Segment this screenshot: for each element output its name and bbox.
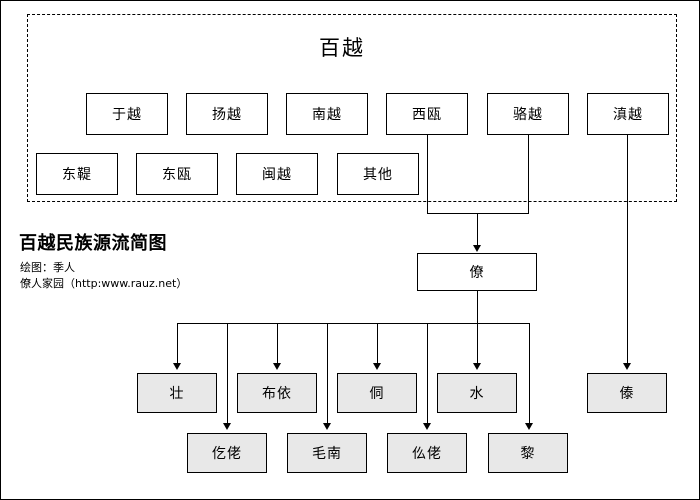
edge-to-mulao — [427, 323, 428, 425]
node-qita[interactable]: 其他 — [337, 153, 419, 195]
edge-to-shui — [477, 323, 478, 365]
node-label: 其他 — [363, 167, 393, 183]
arrow-into-buyi — [273, 363, 281, 370]
node-luoyue[interactable]: 骆越 — [487, 93, 569, 135]
edge-to-buyi — [277, 323, 278, 365]
node-label: 僚 — [469, 265, 485, 281]
arrow-into-dong — [373, 363, 381, 370]
arrow-into-shui — [473, 363, 481, 370]
arrow-into-mulao — [423, 423, 431, 430]
node-yangyue[interactable]: 扬越 — [186, 93, 268, 135]
node-yuyue[interactable]: 于越 — [86, 93, 168, 135]
node-dongou[interactable]: 东瓯 — [136, 153, 218, 195]
node-label: 水 — [469, 386, 485, 402]
node-shui[interactable]: 水 — [437, 373, 517, 413]
arrow-into-gelao — [223, 423, 231, 430]
node-liao[interactable]: 僚 — [417, 253, 537, 291]
arrow-into-liao — [473, 245, 481, 252]
node-xiou[interactable]: 西瓯 — [386, 93, 468, 135]
credit-site: 僚人家园（http:www.rauz.net） — [20, 277, 188, 290]
arrow-into-maonan — [323, 423, 331, 430]
arrow-into-dai — [623, 363, 631, 370]
edge-liao-down — [477, 291, 478, 323]
node-label: 侗 — [369, 386, 385, 402]
baiyue-group-title: 百越 — [319, 36, 365, 60]
edge-to-dong — [377, 323, 378, 365]
node-label: 仡佬 — [212, 446, 242, 462]
node-li[interactable]: 黎 — [488, 433, 568, 473]
node-label: 骆越 — [513, 107, 543, 123]
node-label: 扬越 — [212, 107, 242, 123]
edge-to-zhuang — [177, 323, 178, 365]
edge-to-gelao — [227, 323, 228, 425]
edge-xiou-down — [427, 135, 428, 213]
node-label: 西瓯 — [412, 107, 442, 123]
diagram-title: 百越民族源流简图 — [19, 233, 167, 254]
node-buyi[interactable]: 布依 — [237, 373, 317, 413]
node-dongdi[interactable]: 东鞮 — [36, 153, 118, 195]
node-nanyue[interactable]: 南越 — [286, 93, 368, 135]
edge-to-li — [529, 323, 530, 425]
node-label: 仫佬 — [412, 446, 442, 462]
node-label: 东鞮 — [62, 167, 92, 183]
node-label: 东瓯 — [162, 167, 192, 183]
node-label: 闽越 — [262, 167, 292, 183]
edge-luoyue-down — [528, 135, 529, 213]
node-label: 布依 — [262, 386, 292, 402]
credit-author: 绘图：季人 — [20, 261, 75, 274]
edge-xiou-luoyue-join — [427, 213, 529, 214]
node-label: 毛南 — [312, 446, 342, 462]
node-label: 黎 — [520, 446, 536, 462]
node-mulao[interactable]: 仫佬 — [387, 433, 467, 473]
node-label: 傣 — [619, 386, 635, 402]
arrow-into-li — [525, 423, 533, 430]
edge-dianyue-to-dai — [627, 135, 628, 365]
node-label: 南越 — [312, 107, 342, 123]
node-label: 于越 — [112, 107, 142, 123]
node-gelao[interactable]: 仡佬 — [187, 433, 267, 473]
arrow-into-zhuang — [173, 363, 181, 370]
node-zhuang[interactable]: 壮 — [137, 373, 217, 413]
edge-liao-distribution-bar — [177, 323, 530, 324]
node-label: 壮 — [169, 386, 185, 402]
node-maonan[interactable]: 毛南 — [287, 433, 367, 473]
node-minyue[interactable]: 闽越 — [236, 153, 318, 195]
edge-to-maonan — [327, 323, 328, 425]
baiyue-group-box — [27, 14, 677, 202]
node-label: 滇越 — [613, 107, 643, 123]
node-dianyue[interactable]: 滇越 — [587, 93, 669, 135]
edge-join-to-liao — [477, 213, 478, 247]
node-dong[interactable]: 侗 — [337, 373, 417, 413]
node-dai[interactable]: 傣 — [587, 373, 667, 413]
